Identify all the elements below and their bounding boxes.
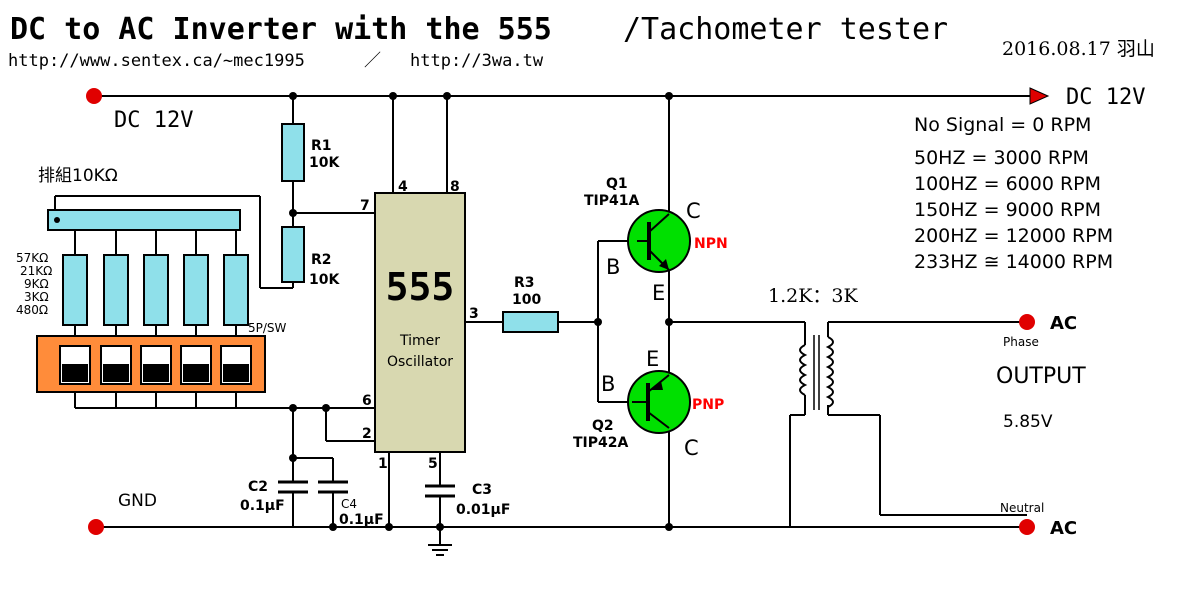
svg-text:10K: 10K <box>309 272 340 288</box>
title-bold: DC to AC Inverter with the 555 <box>10 12 552 47</box>
c3-capacitor: C3 0.01μF <box>425 482 510 518</box>
rpm-table: No Signal = 0 RPM 50HZ = 3000 RPM 100HZ … <box>914 114 1113 273</box>
dc-in-terminal[interactable] <box>86 88 102 104</box>
network-resistor <box>103 254 129 326</box>
ac-phase-terminal[interactable] <box>1019 314 1035 330</box>
network-value: 3KΩ <box>24 290 49 304</box>
svg-text:R2: R2 <box>311 252 332 268</box>
svg-text:C: C <box>684 436 699 460</box>
rpm-line: 100HZ = 6000 RPM <box>914 173 1101 195</box>
svg-text:Q2: Q2 <box>592 418 614 434</box>
gnd-label: GND <box>118 491 157 511</box>
svg-text:0.1μF: 0.1μF <box>240 498 285 514</box>
network-resistor <box>62 254 88 326</box>
svg-text:C2: C2 <box>248 479 268 495</box>
pin-label: 7 <box>360 198 370 214</box>
network-value: 480Ω <box>16 303 48 317</box>
title-rest: /Tachometer tester <box>623 12 948 47</box>
pin1-dot-icon <box>54 217 60 223</box>
svg-text:100: 100 <box>512 292 541 308</box>
c2-capacitor: C2 0.1μF <box>240 479 308 514</box>
svg-text:TIP41A: TIP41A <box>584 193 640 209</box>
transformer: 1.2K：3K <box>768 285 858 410</box>
rpm-line: 200HZ = 12000 RPM <box>914 225 1113 247</box>
r1-resistor: R1 10K <box>281 123 340 182</box>
network-value: 21KΩ <box>20 264 52 278</box>
dip-switch: 5P/SW <box>36 321 287 393</box>
svg-text:C3: C3 <box>472 482 492 498</box>
switch-toggle[interactable] <box>180 345 212 385</box>
dc-in-label: DC 12V <box>114 108 193 133</box>
rpm-line: 50HZ = 3000 RPM <box>914 147 1089 169</box>
svg-text:Q1: Q1 <box>606 176 628 192</box>
dc-out-label: DC 12V <box>1066 85 1145 110</box>
dc-out-arrow-icon <box>1029 87 1050 105</box>
neutral-label: Neutral <box>1000 501 1044 515</box>
transformer-ratio: 1.2K：3K <box>768 285 858 307</box>
url-2: http://3wa.tw <box>410 51 544 71</box>
svg-text:10K: 10K <box>309 155 340 171</box>
r3-resistor: R3 100 <box>502 275 559 333</box>
pin-label: 3 <box>469 306 479 322</box>
svg-text:E: E <box>646 347 659 371</box>
resistor-network-bus <box>47 209 241 231</box>
network-resistor <box>143 254 169 326</box>
ic-555: 555 Timer Oscillator 4 8 7 3 6 2 1 5 <box>360 179 479 472</box>
svg-text:R1: R1 <box>311 138 332 154</box>
svg-text:B: B <box>606 255 620 279</box>
svg-text:R3: R3 <box>514 275 535 291</box>
ac-neutral-terminal[interactable] <box>1019 519 1035 535</box>
svg-text:E: E <box>652 281 665 305</box>
pin-label: 2 <box>362 426 372 442</box>
switch-toggle[interactable] <box>140 345 172 385</box>
junction-dots <box>289 92 673 531</box>
ac-bottom-label: AC <box>1050 518 1077 539</box>
ic-name: 555 <box>386 265 455 309</box>
switch-toggle[interactable] <box>220 345 252 385</box>
output-label: OUTPUT <box>996 364 1086 389</box>
rpm-line: 150HZ = 9000 RPM <box>914 199 1101 221</box>
gnd-terminal[interactable] <box>88 519 104 535</box>
pin-label: 4 <box>398 179 408 195</box>
pin-label: 1 <box>378 456 388 472</box>
output-voltage: 5.85V <box>1003 412 1053 432</box>
svg-text:0.1μF: 0.1μF <box>339 512 384 528</box>
network-resistor <box>223 254 249 326</box>
q2-transistor: Q2 TIP42A PNP E B C <box>573 347 724 460</box>
ac-top-label: AC <box>1050 313 1077 334</box>
network-resistor <box>183 254 209 326</box>
r2-resistor: R2 10K <box>281 226 340 288</box>
rpm-line: 233HZ ≅ 14000 RPM <box>914 251 1113 273</box>
svg-text:B: B <box>601 372 615 396</box>
phase-label: Phase <box>1003 335 1039 349</box>
pin-label: 8 <box>450 179 460 195</box>
ground-icon <box>428 544 452 556</box>
svg-text:0.01μF: 0.01μF <box>456 502 510 518</box>
network-value: 57KΩ <box>16 251 48 265</box>
resistor-network-label: 排組10KΩ <box>38 166 118 186</box>
pin-label: 5 <box>428 456 438 472</box>
svg-text:PNP: PNP <box>692 397 724 413</box>
rpm-line: No Signal = 0 RPM <box>914 114 1091 136</box>
c4-capacitor: C4 0.1μF <box>318 480 384 528</box>
date-label: 2016.08.17 羽山 <box>1002 38 1155 60</box>
svg-text:NPN: NPN <box>694 236 728 252</box>
switch-toggle[interactable] <box>59 345 91 385</box>
svg-text:TIP42A: TIP42A <box>573 435 629 451</box>
ic-line2: Oscillator <box>387 354 453 370</box>
q1-transistor: Q1 TIP41A NPN C B E <box>584 176 728 305</box>
svg-text:C4: C4 <box>341 497 357 511</box>
switch-label: 5P/SW <box>248 321 287 335</box>
network-value: 9KΩ <box>24 277 49 291</box>
resistor-network: 排組10KΩ 57KΩ 21KΩ 9KΩ 3KΩ 480Ω <box>16 166 249 336</box>
url-1: http://www.sentex.ca/~mec1995 <box>8 51 305 71</box>
pin-label: 6 <box>362 393 372 409</box>
switch-toggle[interactable] <box>100 345 132 385</box>
url-separator: ／ <box>364 51 381 71</box>
svg-text:C: C <box>686 199 701 223</box>
ic-line1: Timer <box>399 333 440 349</box>
